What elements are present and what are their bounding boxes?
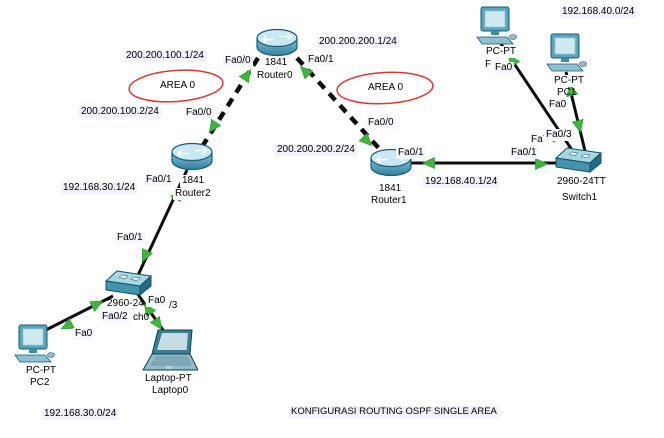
label-switch1-name: Switch1 [560,192,600,204]
port-label-router1-fa00: Fa0/0 [366,117,396,129]
port-label-switch0-fa03-fragment: /3 [169,300,178,311]
label-router0-model: 1841 [263,57,290,69]
port-label-pc-top-right-fa0: Fa0 [547,99,569,111]
label-pc-top-right-name: PC1 [557,87,577,98]
link-router0-router1[interactable] [295,56,387,157]
label-laptop0-model: Laptop-PT [143,373,194,385]
port-label-switch1-fragment: Fa [531,134,543,145]
port-label-switch1-fa01: Fa0/1 [509,147,539,159]
label-switch1-model: 2960-24TT [555,176,608,188]
label-pc-top-right-model: PC-PT [552,75,586,87]
port-label-router0-fa01: Fa0/1 [306,54,336,66]
label-pc2-name: PC2 [28,377,52,389]
port-label-switch1-fa03: Fa0/3 [544,129,574,141]
device-router2[interactable] [168,140,216,179]
ip-note-lan40-gw: 192.168.40.1/24 [423,176,500,188]
label-router2-model: 1841 [180,175,207,187]
ip-note-lan30-net: 192.168.30.0/24 [42,408,119,420]
label-pc-top-left-model: PC-PT [484,46,518,58]
port-label-switch0-uplink: Fa0/1 [115,232,145,244]
ip-note-wan2-r0: 200.200.200.1/24 [317,36,399,48]
label-router1-name: Router1 [369,195,409,207]
area0-ellipse-right [336,71,434,105]
label-switch0-model-fragment: 2960-24 [107,298,144,309]
label-router0-name: Router0 [255,70,295,82]
label-router1-model: 1841 [377,183,404,195]
port-label-pc2-fa0: Fa0 [73,328,95,340]
ip-note-wan1-r0: 200.200.100.1/24 [124,50,206,62]
ip-note-wan2-r1: 200.200.200.2/24 [275,144,357,156]
caption-note: KONFIGURASI ROUTING OSPF SINGLE AREA [289,406,499,418]
ip-note-lan30-gw: 192.168.30.1/24 [61,182,138,194]
label-laptop0-name: Laptop0 [150,385,191,397]
label-pc2-model: PC-PT [24,365,58,377]
port-label-switch0-fa02: Fa0/2 [100,311,130,323]
label-router2-name: Router2 [173,188,213,200]
port-label-router1-fa01: Fa0/1 [396,147,426,159]
port-label-pc-top-left-fa0: Fa0 [493,62,515,74]
port-label-laptop0-fa0: Fa0 [146,295,168,307]
ip-note-wan1-r2: 200.200.100.2/24 [79,106,161,118]
port-label-router2-fa01: Fa0/1 [144,174,174,186]
ip-note-lan40-net: 192.168.40.0/24 [560,6,637,18]
area0-label-left: AREA 0 [158,80,198,92]
port-label-router0-fa00: Fa0/0 [223,55,253,67]
area0-label-right: AREA 0 [366,82,406,94]
port-label-router2-fa00: Fa0/0 [184,107,214,119]
device-laptop0[interactable] [142,328,198,379]
label-switch0-name-fragment: ch0 [133,312,150,323]
area0-ellipse-left [128,69,224,103]
name-fragment-pc-top-left: F [485,59,492,70]
